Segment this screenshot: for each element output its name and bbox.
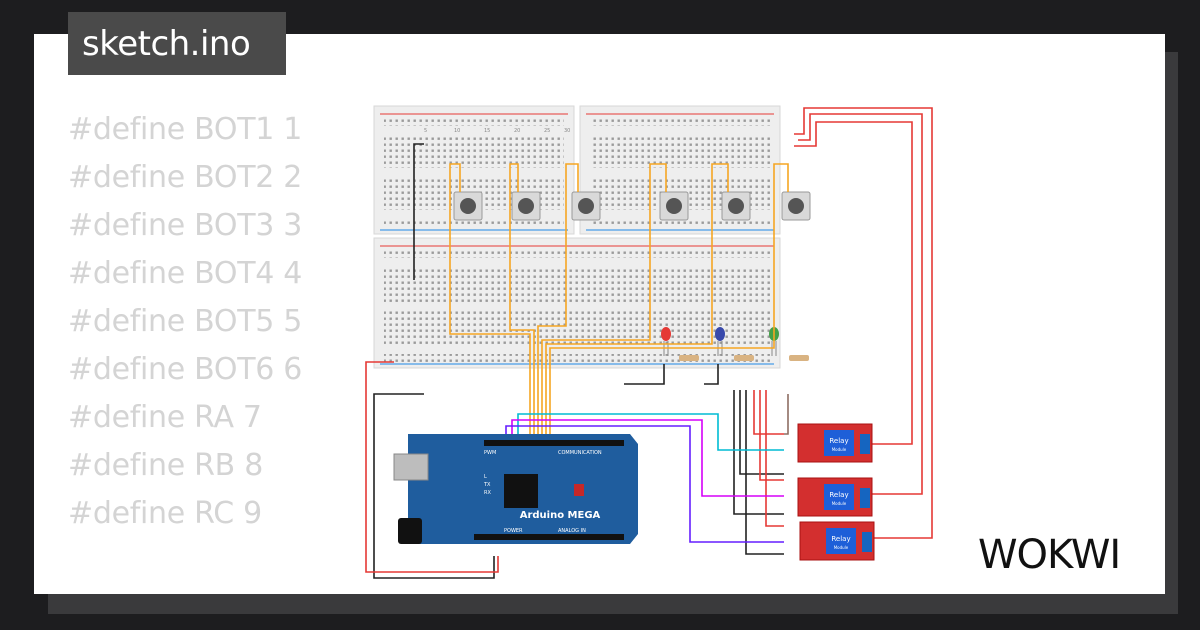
board-name: Arduino MEGA xyxy=(520,510,601,521)
code-line: #define BOT2 2 xyxy=(68,160,303,195)
breadboard-number: 15 xyxy=(484,128,490,134)
brand-name: WOKWI xyxy=(978,532,1120,578)
usb-port xyxy=(393,453,429,481)
led-label: RX xyxy=(484,490,491,496)
relay-module[interactable]: Relay Module xyxy=(797,477,873,517)
header-label: ANALOG IN xyxy=(558,528,586,534)
led-label: L xyxy=(484,474,487,480)
push-buttons xyxy=(453,191,811,221)
push-button[interactable] xyxy=(659,191,689,221)
reset-button[interactable] xyxy=(574,484,584,496)
file-name-tab[interactable]: sketch.ino xyxy=(68,12,286,75)
relay-sub: Module xyxy=(832,501,847,506)
code-line: #define RB 8 xyxy=(68,448,263,483)
resistors xyxy=(679,355,809,361)
breadboard-number: 20 xyxy=(514,128,520,134)
power-jack xyxy=(398,518,422,544)
push-button[interactable] xyxy=(781,191,811,221)
code-line: #define RA 7 xyxy=(68,400,262,435)
code-line: #define BOT4 4 xyxy=(68,256,303,291)
wires xyxy=(365,107,933,579)
code-line: #define BOT1 1 xyxy=(68,112,303,147)
breadboard-number: 30 xyxy=(564,128,570,134)
code-line: #define BOT5 5 xyxy=(68,304,303,339)
push-button[interactable] xyxy=(721,191,751,221)
resistor[interactable] xyxy=(789,355,809,361)
wokwi-logo: WOKWI xyxy=(978,532,1121,578)
code-line: #define BOT3 3 xyxy=(68,208,303,243)
header-label: PWM xyxy=(484,450,496,456)
relay-sub: Module xyxy=(832,447,847,452)
push-button[interactable] xyxy=(453,191,483,221)
code-line: #define RC 9 xyxy=(68,496,262,531)
circuit-diagram: 5 10 15 20 25 30 xyxy=(365,105,933,579)
led-label: TX xyxy=(483,482,491,488)
relay-label: Relay xyxy=(831,535,850,543)
resistor[interactable] xyxy=(679,355,699,361)
header-label: COMMUNICATION xyxy=(558,450,602,456)
push-button[interactable] xyxy=(571,191,601,221)
resistor[interactable] xyxy=(734,355,754,361)
relay-module[interactable]: Relay Module xyxy=(797,423,873,463)
mcu-chip xyxy=(504,474,538,508)
code-line xyxy=(68,538,302,586)
relay-module[interactable]: Relay Module xyxy=(799,521,875,561)
push-button[interactable] xyxy=(511,191,541,221)
breadboard-number: 25 xyxy=(544,128,550,134)
code-line: #define BOT6 6 xyxy=(68,352,303,387)
arduino-mega[interactable]: COMMUNICATION POWER ANALOG IN PWM L TX R… xyxy=(393,434,638,544)
code-line: #define ... xyxy=(68,586,302,594)
breadboard-number: 10 xyxy=(454,128,460,134)
header-label: POWER xyxy=(504,528,523,534)
relay-sub: Module xyxy=(834,545,849,550)
relay-label: Relay xyxy=(829,437,848,445)
breadboard-number: 5 xyxy=(424,128,427,134)
code-preview: #define BOT1 1 #define BOT2 2 #define BO… xyxy=(68,106,302,594)
preview-card: #define BOT1 1 #define BOT2 2 #define BO… xyxy=(34,34,1165,594)
relay-label: Relay xyxy=(829,491,848,499)
